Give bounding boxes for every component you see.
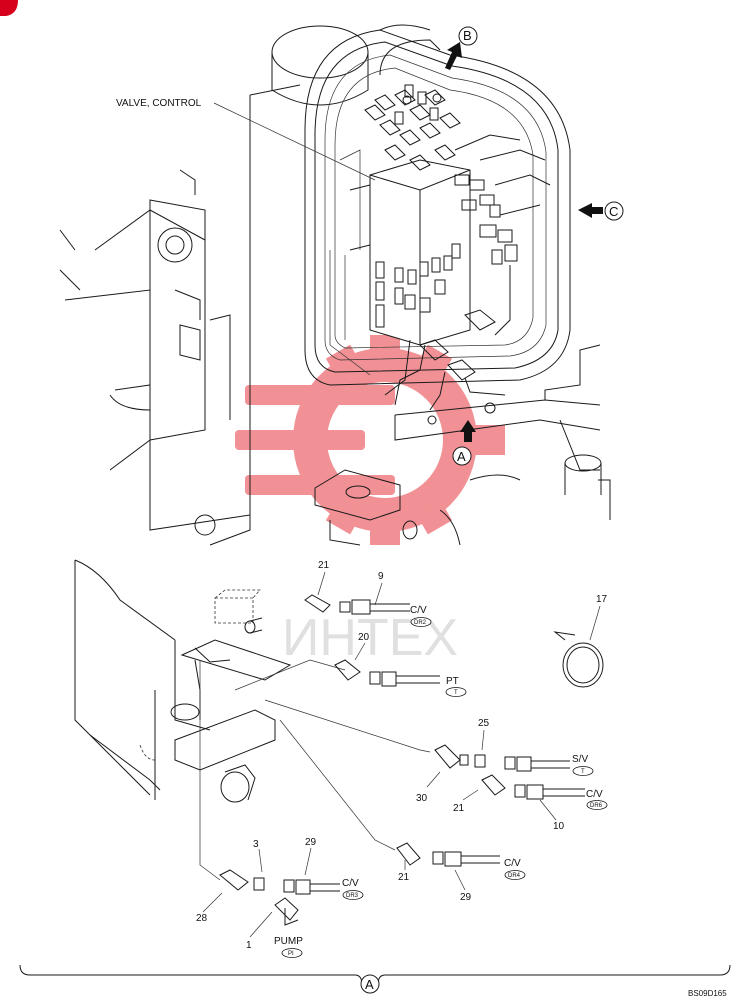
port-tag <box>281 948 303 958</box>
part-num: 20 <box>358 632 370 643</box>
corner-tab <box>0 0 18 16</box>
port-tag <box>410 617 432 627</box>
view-marker-c: C <box>578 201 624 221</box>
port-tag-text: DR3 <box>346 893 359 899</box>
bottom-marker-label: A <box>365 977 374 992</box>
part-num: 30 <box>416 793 428 804</box>
part-num: 29 <box>460 892 472 903</box>
part-num: 17 <box>596 594 608 605</box>
port-tag <box>572 766 594 776</box>
valve-control-label: VALVE, CONTROL <box>116 98 202 109</box>
port-tag <box>504 870 526 880</box>
doc-code: BS09D165 <box>688 989 727 998</box>
port-tag <box>586 800 608 810</box>
control-valve-assembly <box>304 24 571 411</box>
port-tag-text: T <box>581 769 585 775</box>
machine-frame <box>59 25 611 546</box>
fittings <box>219 594 604 926</box>
valve-leader-line <box>213 102 376 181</box>
port-tag-text: T <box>454 690 458 696</box>
port-tag-text: PI <box>288 951 294 957</box>
part-dest: C/V <box>504 858 521 869</box>
watermark-text: ИНТЕХ <box>282 609 458 667</box>
part-num: 3 <box>253 839 259 850</box>
part-num: 21 <box>398 872 410 883</box>
port-tag-text: DR4 <box>508 873 521 879</box>
part-num: 10 <box>553 821 565 832</box>
marker-c-label: C <box>609 204 618 219</box>
port-tag <box>445 687 467 697</box>
part-num: 25 <box>478 718 490 729</box>
part-dest: PT <box>446 676 459 687</box>
port-tag-text: DR2 <box>414 620 427 626</box>
part-dest: C/V <box>586 789 603 800</box>
marker-b-label: B <box>463 28 472 43</box>
part-dest: C/V <box>342 878 359 889</box>
port-tag <box>342 890 364 900</box>
part-num: 28 <box>196 913 208 924</box>
view-marker-b: B <box>445 26 478 70</box>
part-labels: 21 9 C/V DR2 20 PT T 17 25 S/V T 30 21 C… <box>196 560 608 958</box>
part-num: 29 <box>305 837 317 848</box>
part-num: 9 <box>378 571 384 582</box>
watermark-logo: ИНТЕХ <box>235 335 505 667</box>
leader-lines <box>199 571 601 938</box>
part-num: 1 <box>246 940 252 951</box>
part-dest: C/V <box>410 605 427 616</box>
port-tag-text: DR6 <box>590 803 603 809</box>
bottom-brace: A <box>19 964 731 994</box>
part-dest: PUMP <box>274 936 303 947</box>
part-num: 21 <box>318 560 330 571</box>
part-dest: S/V <box>572 754 588 765</box>
lower-frame <box>74 559 292 803</box>
marker-a-label: A <box>457 449 466 464</box>
part-num: 21 <box>453 803 465 814</box>
view-marker-a: A <box>452 420 476 466</box>
